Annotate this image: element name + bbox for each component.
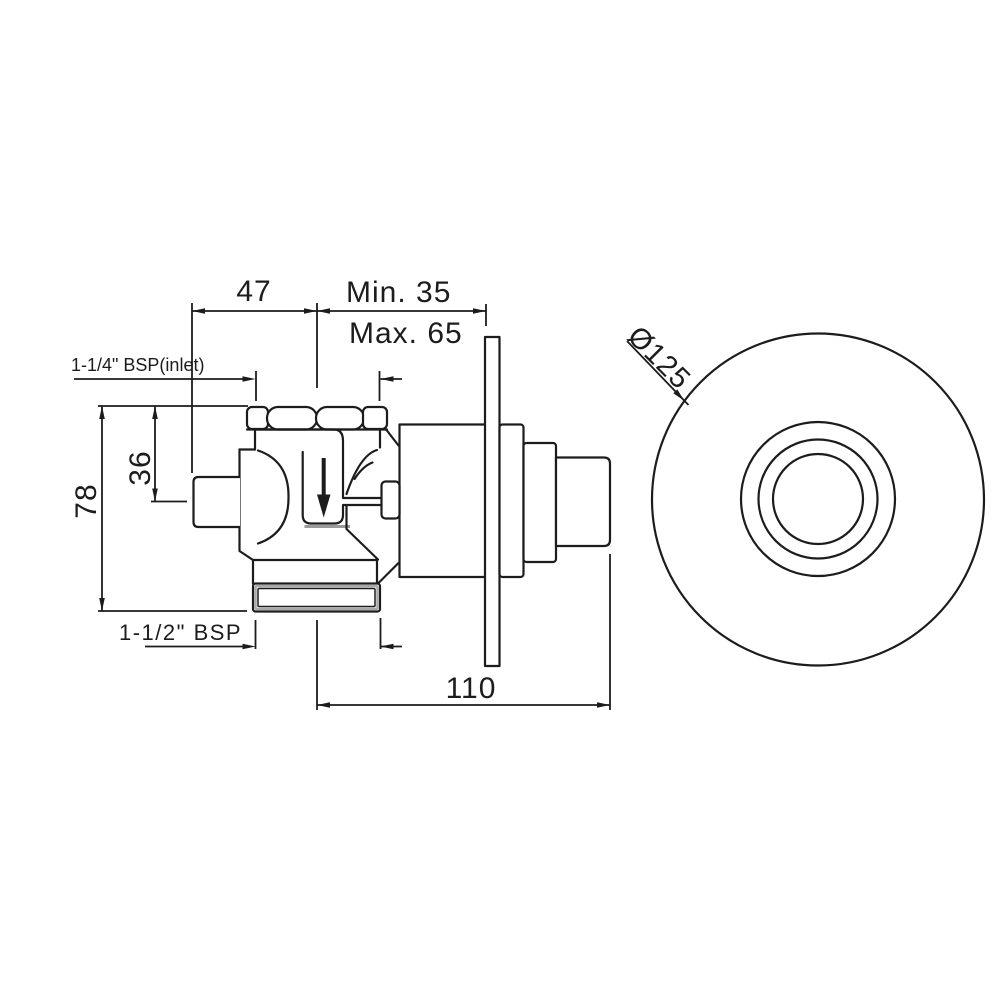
dim-36-label: 36 <box>124 450 157 485</box>
inlet-bsp-label: 1-1/4" BSP(inlet) <box>71 355 204 375</box>
body-crescent-curve <box>256 449 290 545</box>
side-view <box>192 335 612 668</box>
spindle-handle <box>380 480 401 520</box>
hex-nut <box>245 405 389 431</box>
dimension-outlet: 1-1/2" BSP <box>119 618 402 650</box>
front-view: Ø125 <box>621 320 986 667</box>
diameter-leader-arrow <box>673 389 685 401</box>
housing-box-fill <box>399 424 486 577</box>
diameter-label: Ø125 <box>621 320 697 396</box>
escutcheon-flange <box>522 441 558 564</box>
dim-47-label: 47 <box>236 275 271 308</box>
valve-body <box>238 428 400 585</box>
knob-circle-outer <box>739 420 897 578</box>
spindle <box>341 496 385 507</box>
dim-min-35-label: Min. 35 <box>346 276 451 309</box>
dim-110-label: 110 <box>446 672 497 705</box>
inlet-stub <box>192 475 240 529</box>
dim-78-label: 78 <box>70 483 103 518</box>
outlet-bsp-label: 1-1/2" BSP <box>119 620 242 645</box>
dimension-inlet: 1-1/4" BSP(inlet) <box>71 355 402 401</box>
knob-circle-middle <box>757 438 879 560</box>
outlet-spigot <box>251 582 382 613</box>
wall-plate <box>483 335 501 668</box>
flow-arrow-icon <box>317 458 331 518</box>
back-flange <box>498 423 525 579</box>
dimensions: 47 Min. 35 Max. 65 1-1/4" BSP(inlet) <box>70 275 611 710</box>
dimension-left: 78 36 <box>70 405 248 612</box>
dimension-top: 47 Min. 35 Max. 65 <box>191 275 487 473</box>
dimension-110: 110 <box>316 554 611 710</box>
knob-circle-inner <box>771 452 865 546</box>
flange-outer-circle <box>650 332 986 667</box>
push-knob <box>554 456 612 548</box>
dim-max-65-label: Max. 65 <box>349 317 463 350</box>
